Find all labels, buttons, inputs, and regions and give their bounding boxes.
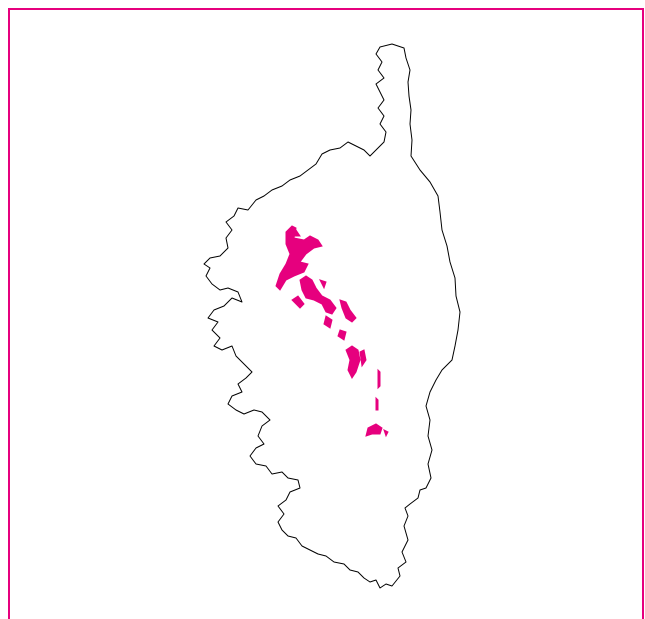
highlight-region bbox=[345, 345, 361, 379]
highlight-region bbox=[365, 423, 383, 437]
highlighted-regions bbox=[275, 225, 389, 438]
highlight-region bbox=[323, 315, 333, 329]
highlight-region bbox=[383, 429, 389, 438]
highlight-region bbox=[293, 228, 301, 237]
highlight-region bbox=[337, 329, 347, 341]
map-frame bbox=[8, 8, 644, 619]
highlight-region bbox=[291, 295, 305, 309]
highlight-region bbox=[377, 368, 381, 390]
island-outline bbox=[203, 43, 461, 589]
highlight-region bbox=[359, 349, 367, 368]
highlight-region bbox=[375, 396, 379, 411]
highlight-region bbox=[275, 225, 323, 291]
highlight-region bbox=[339, 299, 357, 323]
highlight-region bbox=[319, 279, 327, 290]
highlight-region bbox=[299, 275, 337, 315]
